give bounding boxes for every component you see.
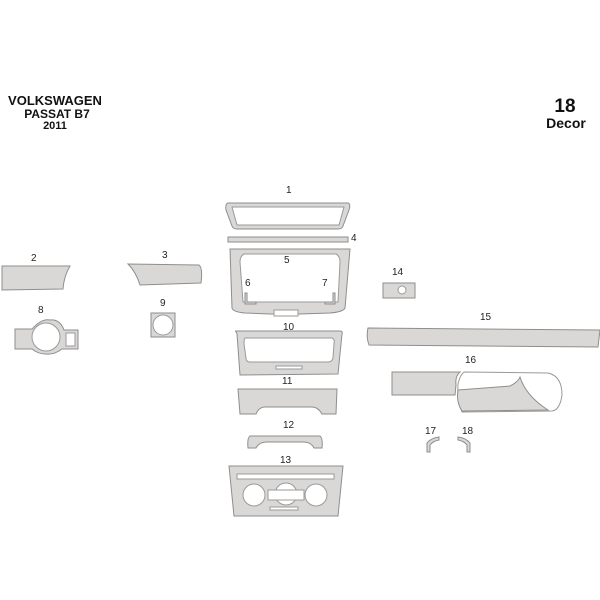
part-label-9: 9: [160, 298, 166, 309]
part-label-14: 14: [392, 267, 404, 278]
year-title: 2011: [43, 120, 67, 132]
part-3-trim: [126, 263, 203, 286]
part-9-ring-plate: [150, 312, 176, 338]
brand-title: VOLKSWAGEN: [8, 93, 102, 108]
part-12-arch: [247, 435, 323, 449]
part-label-3: 3: [162, 250, 168, 261]
part-1-frame: [225, 202, 351, 230]
part-4-strip: [227, 236, 349, 243]
part-16-door-trim: [391, 371, 563, 413]
part-10-frame: [234, 330, 343, 376]
model-title: PASSAT B7: [24, 107, 90, 121]
part-2-trim: [1, 265, 71, 291]
part-17-bracket: [426, 436, 440, 453]
part-15-long-strip: [366, 327, 600, 348]
part-7-bracket: [324, 292, 336, 305]
part-6-bracket: [244, 292, 257, 305]
part-label-16: 16: [465, 355, 477, 366]
part-label-17: 17: [425, 426, 437, 437]
part-label-8: 8: [38, 305, 44, 316]
part-14-plate: [382, 282, 416, 299]
part-11-panel: [237, 388, 338, 415]
part-13-climate-panel: [228, 465, 344, 517]
part-label-13: 13: [280, 455, 292, 466]
part-5-frame: [229, 248, 351, 317]
part-18-bracket: [457, 436, 471, 453]
part-label-12: 12: [283, 420, 295, 431]
part-label-7: 7: [322, 278, 328, 289]
piece-count: 18: [554, 96, 576, 117]
part-label-4: 4: [351, 233, 357, 244]
kit-type: Decor: [546, 115, 586, 131]
part-label-2: 2: [31, 253, 37, 264]
part-label-18: 18: [462, 426, 474, 437]
part-label-15: 15: [480, 312, 492, 323]
part-8-ring-bezel: [14, 319, 79, 355]
part-label-10: 10: [283, 322, 295, 333]
part-label-5: 5: [284, 255, 290, 266]
part-label-11: 11: [282, 376, 293, 387]
part-label-6: 6: [245, 278, 251, 289]
part-label-1: 1: [286, 185, 292, 196]
